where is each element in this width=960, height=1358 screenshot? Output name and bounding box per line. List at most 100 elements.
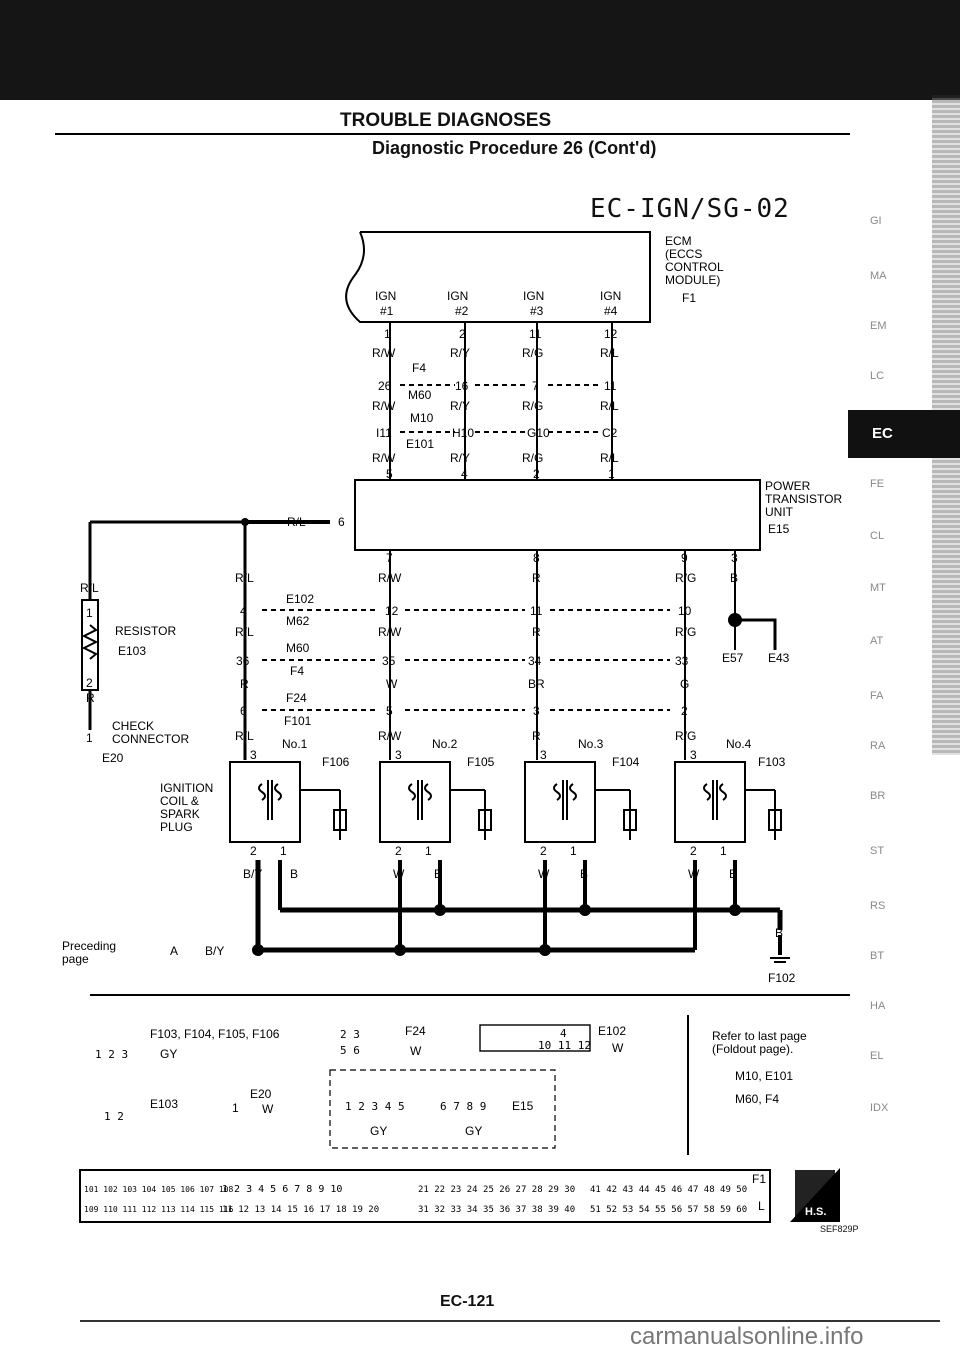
strip-g2-top: 1 2 3 4 5 6 7 8 9 10 bbox=[222, 1184, 342, 1195]
wire-b-a: B bbox=[730, 571, 738, 585]
side-tab-rs[interactable]: RS bbox=[870, 900, 886, 912]
side-tab-lc[interactable]: LC bbox=[870, 370, 885, 382]
pin-6: 6 bbox=[240, 704, 247, 718]
legend-e20-color: W bbox=[262, 1102, 274, 1116]
page-number: EC-121 bbox=[440, 1293, 495, 1310]
coil1-pin-3: 3 bbox=[250, 748, 257, 762]
side-tab-ma[interactable]: MA bbox=[870, 270, 887, 282]
wire-rl-a: R/L bbox=[235, 571, 254, 585]
watermark[interactable]: carmanualsonline.info bbox=[630, 1323, 864, 1350]
side-tab-em[interactable]: EM bbox=[870, 320, 887, 332]
side-tab-br[interactable]: BR bbox=[870, 790, 886, 802]
wire-rw-1: R/W bbox=[372, 346, 396, 360]
side-tab-mt[interactable]: MT bbox=[870, 582, 886, 594]
active-tab-ec[interactable]: EC bbox=[848, 410, 960, 458]
ecm-connector-id: F1 bbox=[682, 291, 696, 305]
coil2-pin-1: 1 bbox=[425, 844, 432, 858]
coil3-wire-w: W bbox=[538, 867, 550, 881]
conn-id-m60-b: M60 bbox=[286, 641, 310, 655]
pin-35: 35 bbox=[382, 654, 396, 668]
side-tab-at[interactable]: AT bbox=[870, 635, 884, 647]
pin-11: 11 bbox=[530, 604, 543, 618]
coil-title-3: SPARK bbox=[160, 807, 200, 821]
preceding-label: Preceding bbox=[62, 939, 116, 953]
legend-refer-1: Refer to last page bbox=[712, 1029, 807, 1043]
coil3-pin-1: 1 bbox=[570, 844, 577, 858]
preceding-ref-a: A bbox=[170, 944, 178, 958]
conn-id-m10: M10 bbox=[410, 411, 434, 425]
side-tab-bt[interactable]: BT bbox=[870, 950, 885, 962]
side-tab-el[interactable]: EL bbox=[870, 1050, 884, 1062]
footer-rule bbox=[80, 1320, 940, 1322]
resistor-connector-id: E103 bbox=[118, 644, 146, 658]
coil2-wire-w: W bbox=[393, 867, 405, 881]
pin-5: 5 bbox=[386, 704, 393, 718]
coil1-wire-b: B bbox=[290, 867, 298, 881]
wire-rg-d: R/G bbox=[675, 729, 696, 743]
legend-refer-2: (Foldout page). bbox=[712, 1042, 793, 1056]
legend-e15-color-a: GY bbox=[370, 1124, 387, 1138]
ground-connector-id: F102 bbox=[768, 971, 796, 985]
conn-b-pin-1: H10 bbox=[452, 426, 474, 440]
wire-rl-d: R/L bbox=[235, 729, 254, 743]
resistor-pin-1: 1 bbox=[86, 606, 93, 620]
pt-pin-3: 3 bbox=[731, 551, 738, 565]
wire-r-b: R bbox=[532, 625, 541, 639]
check-pin: 1 bbox=[86, 731, 93, 745]
side-tab-ra[interactable]: RA bbox=[870, 740, 886, 752]
pt-pin-8: 8 bbox=[533, 551, 540, 565]
wire-rg-a: R/G bbox=[675, 571, 696, 585]
legend-f24-id: F24 bbox=[405, 1024, 426, 1038]
ecm-ign4: IGN bbox=[600, 289, 621, 303]
side-tab-cl[interactable]: CL bbox=[870, 530, 885, 542]
pt-input-pin: 6 bbox=[338, 515, 345, 529]
coil-4-box bbox=[674, 761, 746, 843]
ground-e57: E57 bbox=[722, 651, 744, 665]
ecm-ign3: IGN bbox=[523, 289, 544, 303]
legend-coil-color: GY bbox=[160, 1047, 177, 1061]
coil-no1: No.1 bbox=[282, 737, 308, 751]
legend-e103-id: E103 bbox=[150, 1097, 178, 1111]
side-tab-gi[interactable]: GI bbox=[870, 215, 882, 227]
coil-conn-f106: F106 bbox=[322, 755, 350, 769]
legend-e20-id: E20 bbox=[250, 1087, 272, 1101]
conn-id-m62: M62 bbox=[286, 614, 310, 628]
conn-a-pin-1: 16 bbox=[455, 379, 469, 393]
check-connector-id: E20 bbox=[102, 751, 124, 765]
legend-f24-pins-bot: 5 6 bbox=[340, 1044, 360, 1057]
figure-code: SEF829P bbox=[820, 1224, 859, 1234]
coil4-wire-b: B bbox=[729, 867, 737, 881]
conn-a-pin-3: 11 bbox=[604, 379, 617, 393]
coil-no4: No.4 bbox=[726, 737, 752, 751]
legend-e103-pins: 1 2 bbox=[104, 1110, 124, 1123]
check-connector-label: CHECK bbox=[112, 719, 154, 733]
ecm-pin-12: 12 bbox=[604, 327, 618, 341]
ecm-label-4: MODULE) bbox=[665, 273, 720, 287]
conn-id-m60: M60 bbox=[408, 388, 432, 402]
ecm-ign4-no: #4 bbox=[604, 304, 618, 318]
pin-4: 4 bbox=[240, 604, 247, 618]
coil1-pin-2: 2 bbox=[250, 844, 257, 858]
section-title: TROUBLE DIAGNOSES bbox=[340, 110, 552, 131]
wire-ry-1: R/Y bbox=[450, 346, 470, 360]
side-tab-idx[interactable]: IDX bbox=[870, 1102, 889, 1114]
wire-rw-b: R/W bbox=[378, 625, 402, 639]
strip-g2-bot: 11 12 13 14 15 16 17 18 19 20 bbox=[222, 1205, 379, 1215]
pt-pin-7: 7 bbox=[386, 551, 393, 565]
coil2-wire-b: B bbox=[434, 867, 442, 881]
coil3-wire-b: B bbox=[580, 867, 588, 881]
check-connector-label-2: CONNECTOR bbox=[112, 732, 189, 746]
side-tab-fa[interactable]: FA bbox=[870, 690, 884, 702]
conn-id-f24: F24 bbox=[286, 691, 307, 705]
coil-no3: No.3 bbox=[578, 737, 604, 751]
conn-c-pin-2: 2 bbox=[533, 467, 540, 481]
wire-rg-1: R/G bbox=[522, 346, 543, 360]
resistor-label: RESISTOR bbox=[115, 624, 176, 638]
harness-side-badge: H.S. bbox=[805, 1206, 826, 1218]
side-tab-fe[interactable]: FE bbox=[870, 478, 885, 490]
procedure-title: Diagnostic Procedure 26 (Cont'd) bbox=[372, 138, 657, 158]
pt-label-3: UNIT bbox=[765, 505, 794, 519]
side-tab-st[interactable]: ST bbox=[870, 845, 885, 857]
side-tab-ha[interactable]: HA bbox=[870, 1000, 886, 1012]
